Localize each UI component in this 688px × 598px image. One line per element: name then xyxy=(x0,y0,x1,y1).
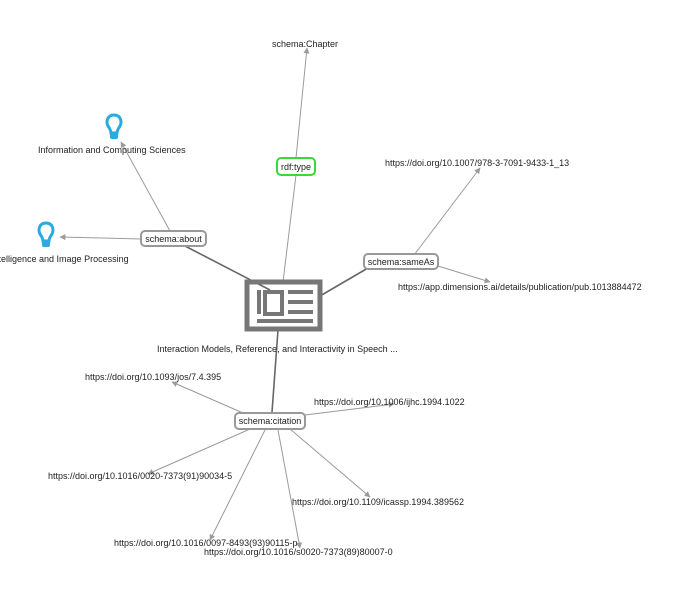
predicate-citation-label: schema:citation xyxy=(239,416,302,426)
citation-value-node-3[interactable]: https://doi.org/10.1016/0020-7373(91)900… xyxy=(48,471,232,481)
predicate-sameas[interactable]: schema:sameAs xyxy=(363,253,439,270)
type-value-node[interactable]: schema:Chapter xyxy=(272,39,338,49)
edge-center-to-type xyxy=(282,174,297,283)
citation-value-node-6[interactable]: https://doi.org/10.1016/s0020-7373(89)80… xyxy=(204,547,393,557)
predicate-about[interactable]: schema:about xyxy=(140,230,207,247)
about-value-label-2: Artificial Intelligence and Image Proces… xyxy=(0,254,129,264)
predicate-sameas-box xyxy=(363,253,439,270)
predicate-type[interactable]: rdf:type xyxy=(276,157,316,176)
edge-about-to-ai xyxy=(59,234,143,241)
predicate-citation-box xyxy=(234,412,306,430)
edge-citation-to-icassp xyxy=(289,428,371,498)
edge-citation-to-jos xyxy=(171,381,244,414)
about-value-node-1[interactable]: Information and Computing Sciences xyxy=(38,113,186,155)
citation-value-node-4[interactable]: https://doi.org/10.1109/icassp.1994.3895… xyxy=(292,497,464,507)
edge-citation-to-0020-91 xyxy=(147,428,251,475)
newspaper-icon xyxy=(244,279,323,332)
predicate-about-label: schema:about xyxy=(145,234,202,244)
sameas-value-node-2[interactable]: https://app.dimensions.ai/details/public… xyxy=(398,282,642,292)
edge-type-to-chapter xyxy=(295,47,310,159)
center-node-label: Interaction Models, Reference, and Inter… xyxy=(157,344,398,354)
edge-sameas-to-doi xyxy=(413,167,481,256)
edge-center-to-sameas xyxy=(319,267,369,297)
citation-value-node-2[interactable]: https://doi.org/10.1006/ijhc.1994.1022 xyxy=(314,397,465,407)
edge-sameas-to-dimensions xyxy=(437,265,491,284)
edge-citation-to-ijhc xyxy=(304,401,395,416)
about-value-node-2[interactable]: Artificial Intelligence and Image Proces… xyxy=(0,221,129,264)
predicate-type-box xyxy=(276,157,316,176)
predicate-sameas-label: schema:sameAs xyxy=(368,257,435,267)
edge-citation-to-s0020 xyxy=(277,429,302,549)
predicate-citation[interactable]: schema:citation xyxy=(234,412,306,430)
sameas-value-node-1[interactable]: https://doi.org/10.1007/978-3-7091-9433-… xyxy=(385,158,569,168)
edge-citation-to-0097 xyxy=(209,429,266,541)
lightbulb-icon xyxy=(105,113,123,139)
citation-value-node-1[interactable]: https://doi.org/10.1093/jos/7.4.395 xyxy=(85,372,221,382)
lightbulb-icon xyxy=(37,221,55,247)
citation-value-node-5[interactable]: https://doi.org/10.1016/0097-8493(93)901… xyxy=(114,538,297,548)
predicate-about-box xyxy=(140,230,207,247)
edge-center-to-citation xyxy=(271,329,279,413)
edge-about-to-info xyxy=(120,141,171,232)
about-value-label-1: Information and Computing Sciences xyxy=(38,145,186,155)
center-node[interactable]: Interaction Models, Reference, and Inter… xyxy=(157,279,398,354)
predicate-type-label: rdf:type xyxy=(281,162,311,172)
